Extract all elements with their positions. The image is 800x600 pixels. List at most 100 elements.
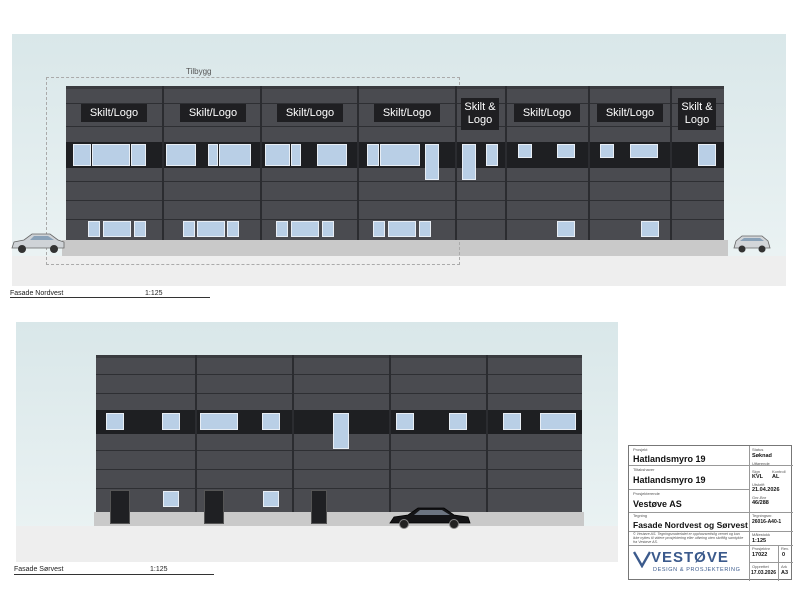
- sign-logo: Skilt/Logo: [597, 104, 663, 122]
- window-tall: [462, 144, 476, 180]
- row-rule: [629, 465, 793, 466]
- car-icon: [11, 233, 65, 253]
- roofline: [96, 355, 582, 358]
- window: [388, 221, 416, 237]
- car-icon: [389, 507, 471, 529]
- sign-logo: Skilt/Logo: [514, 104, 580, 122]
- created-value: 17.03.2026: [751, 570, 777, 576]
- drawing-title: Fasade Nordvest og Sørvest: [633, 520, 748, 530]
- vestove-logo-icon: [633, 551, 651, 568]
- window: [503, 413, 521, 430]
- panel-line: [66, 181, 724, 182]
- window: [73, 144, 91, 166]
- unit-divider: [357, 86, 359, 240]
- unit-divider: [260, 86, 262, 240]
- check-value: AL: [772, 474, 780, 480]
- sign-label: Sign: [752, 469, 761, 474]
- brand-subtitle: DESIGN & PROSJEKTERING: [653, 567, 741, 573]
- title-block-divider: [749, 545, 750, 581]
- row-rule: [629, 489, 749, 490]
- ground: [16, 526, 618, 562]
- title-block-divider: [749, 446, 750, 545]
- row-rule: [629, 545, 793, 546]
- unit-divider: [486, 355, 488, 512]
- window-tall: [333, 413, 349, 449]
- plinth: [94, 512, 584, 526]
- row-rule: [629, 531, 793, 532]
- window: [276, 221, 288, 237]
- scale-value: 1:125: [752, 538, 767, 544]
- window: [373, 221, 385, 237]
- drawing-no-label: Tegningsnr.: [752, 513, 773, 518]
- window: [600, 144, 614, 158]
- window: [449, 413, 467, 430]
- title-block-divider: [778, 545, 779, 581]
- sign-logo: Skilt & Logo: [678, 98, 716, 130]
- check-label: Kontroll: [772, 469, 786, 474]
- caption-rule: [14, 574, 214, 575]
- rev-value: 0: [782, 552, 786, 558]
- window: [131, 144, 146, 166]
- client-label: Tiltakshaver: [633, 467, 655, 472]
- sign-logo: Skilt/Logo: [180, 104, 246, 122]
- extension-label: Tilbygg: [186, 67, 212, 76]
- unit-divider: [389, 355, 391, 512]
- projnr-label: Prosjektnr: [752, 546, 771, 551]
- window: [291, 144, 301, 166]
- window: [557, 144, 575, 158]
- unit-divider: [505, 86, 507, 240]
- created-label: Opprettet: [752, 564, 769, 569]
- window: [367, 144, 379, 166]
- panel-line: [66, 103, 724, 104]
- window-tall: [425, 144, 439, 180]
- panel-line: [96, 374, 582, 375]
- sign-logo: Skilt/Logo: [374, 104, 440, 122]
- unit-divider: [195, 355, 197, 512]
- door: [204, 490, 224, 524]
- status-value: Søknad: [752, 453, 772, 459]
- panel-line: [96, 469, 582, 470]
- sign-logo: Skilt/Logo: [277, 104, 343, 122]
- panel-line: [66, 200, 724, 201]
- caption-rule: [10, 297, 210, 298]
- view-caption: Fasade Sørvest: [14, 566, 64, 573]
- view-scale: 1:125: [145, 290, 163, 297]
- ground: [12, 256, 786, 286]
- window: [162, 413, 180, 430]
- projnr-value: 17022: [752, 552, 768, 558]
- status-label: Status: [752, 447, 764, 452]
- sign-value: KVL: [752, 474, 763, 480]
- window: [263, 491, 279, 507]
- unit-divider: [588, 86, 590, 240]
- window: [540, 413, 576, 430]
- format-label: Ark: [781, 564, 787, 569]
- window: [88, 221, 100, 237]
- window: [200, 413, 238, 430]
- view-caption: Fasade Nordvest: [10, 290, 64, 297]
- window: [103, 221, 131, 237]
- scale-label: Målestokk: [752, 532, 771, 537]
- window: [486, 144, 498, 166]
- door: [110, 490, 130, 524]
- window: [265, 144, 290, 166]
- window: [317, 144, 347, 166]
- window: [396, 413, 414, 430]
- drawing-no-value: 26016-A40-1: [752, 519, 782, 525]
- row-rule: [749, 562, 793, 563]
- window: [698, 144, 716, 166]
- unit-divider: [292, 355, 294, 512]
- printed-value: 21.04.2026: [752, 487, 780, 493]
- view-scale: 1:125: [150, 566, 168, 573]
- unit-divider: [455, 86, 457, 240]
- sign-logo: Skilt & Logo: [461, 98, 499, 130]
- window: [641, 221, 659, 237]
- panel-line: [96, 393, 582, 394]
- panel-line: [96, 488, 582, 489]
- window: [557, 221, 575, 237]
- window: [291, 221, 319, 237]
- drawing-label: Tegning: [633, 513, 648, 518]
- unit-divider: [670, 86, 672, 240]
- window: [262, 413, 280, 430]
- unit-divider: [162, 86, 164, 240]
- title-block: Prosjekt Hatlandsmyro 19 Status Søknad T…: [628, 445, 793, 581]
